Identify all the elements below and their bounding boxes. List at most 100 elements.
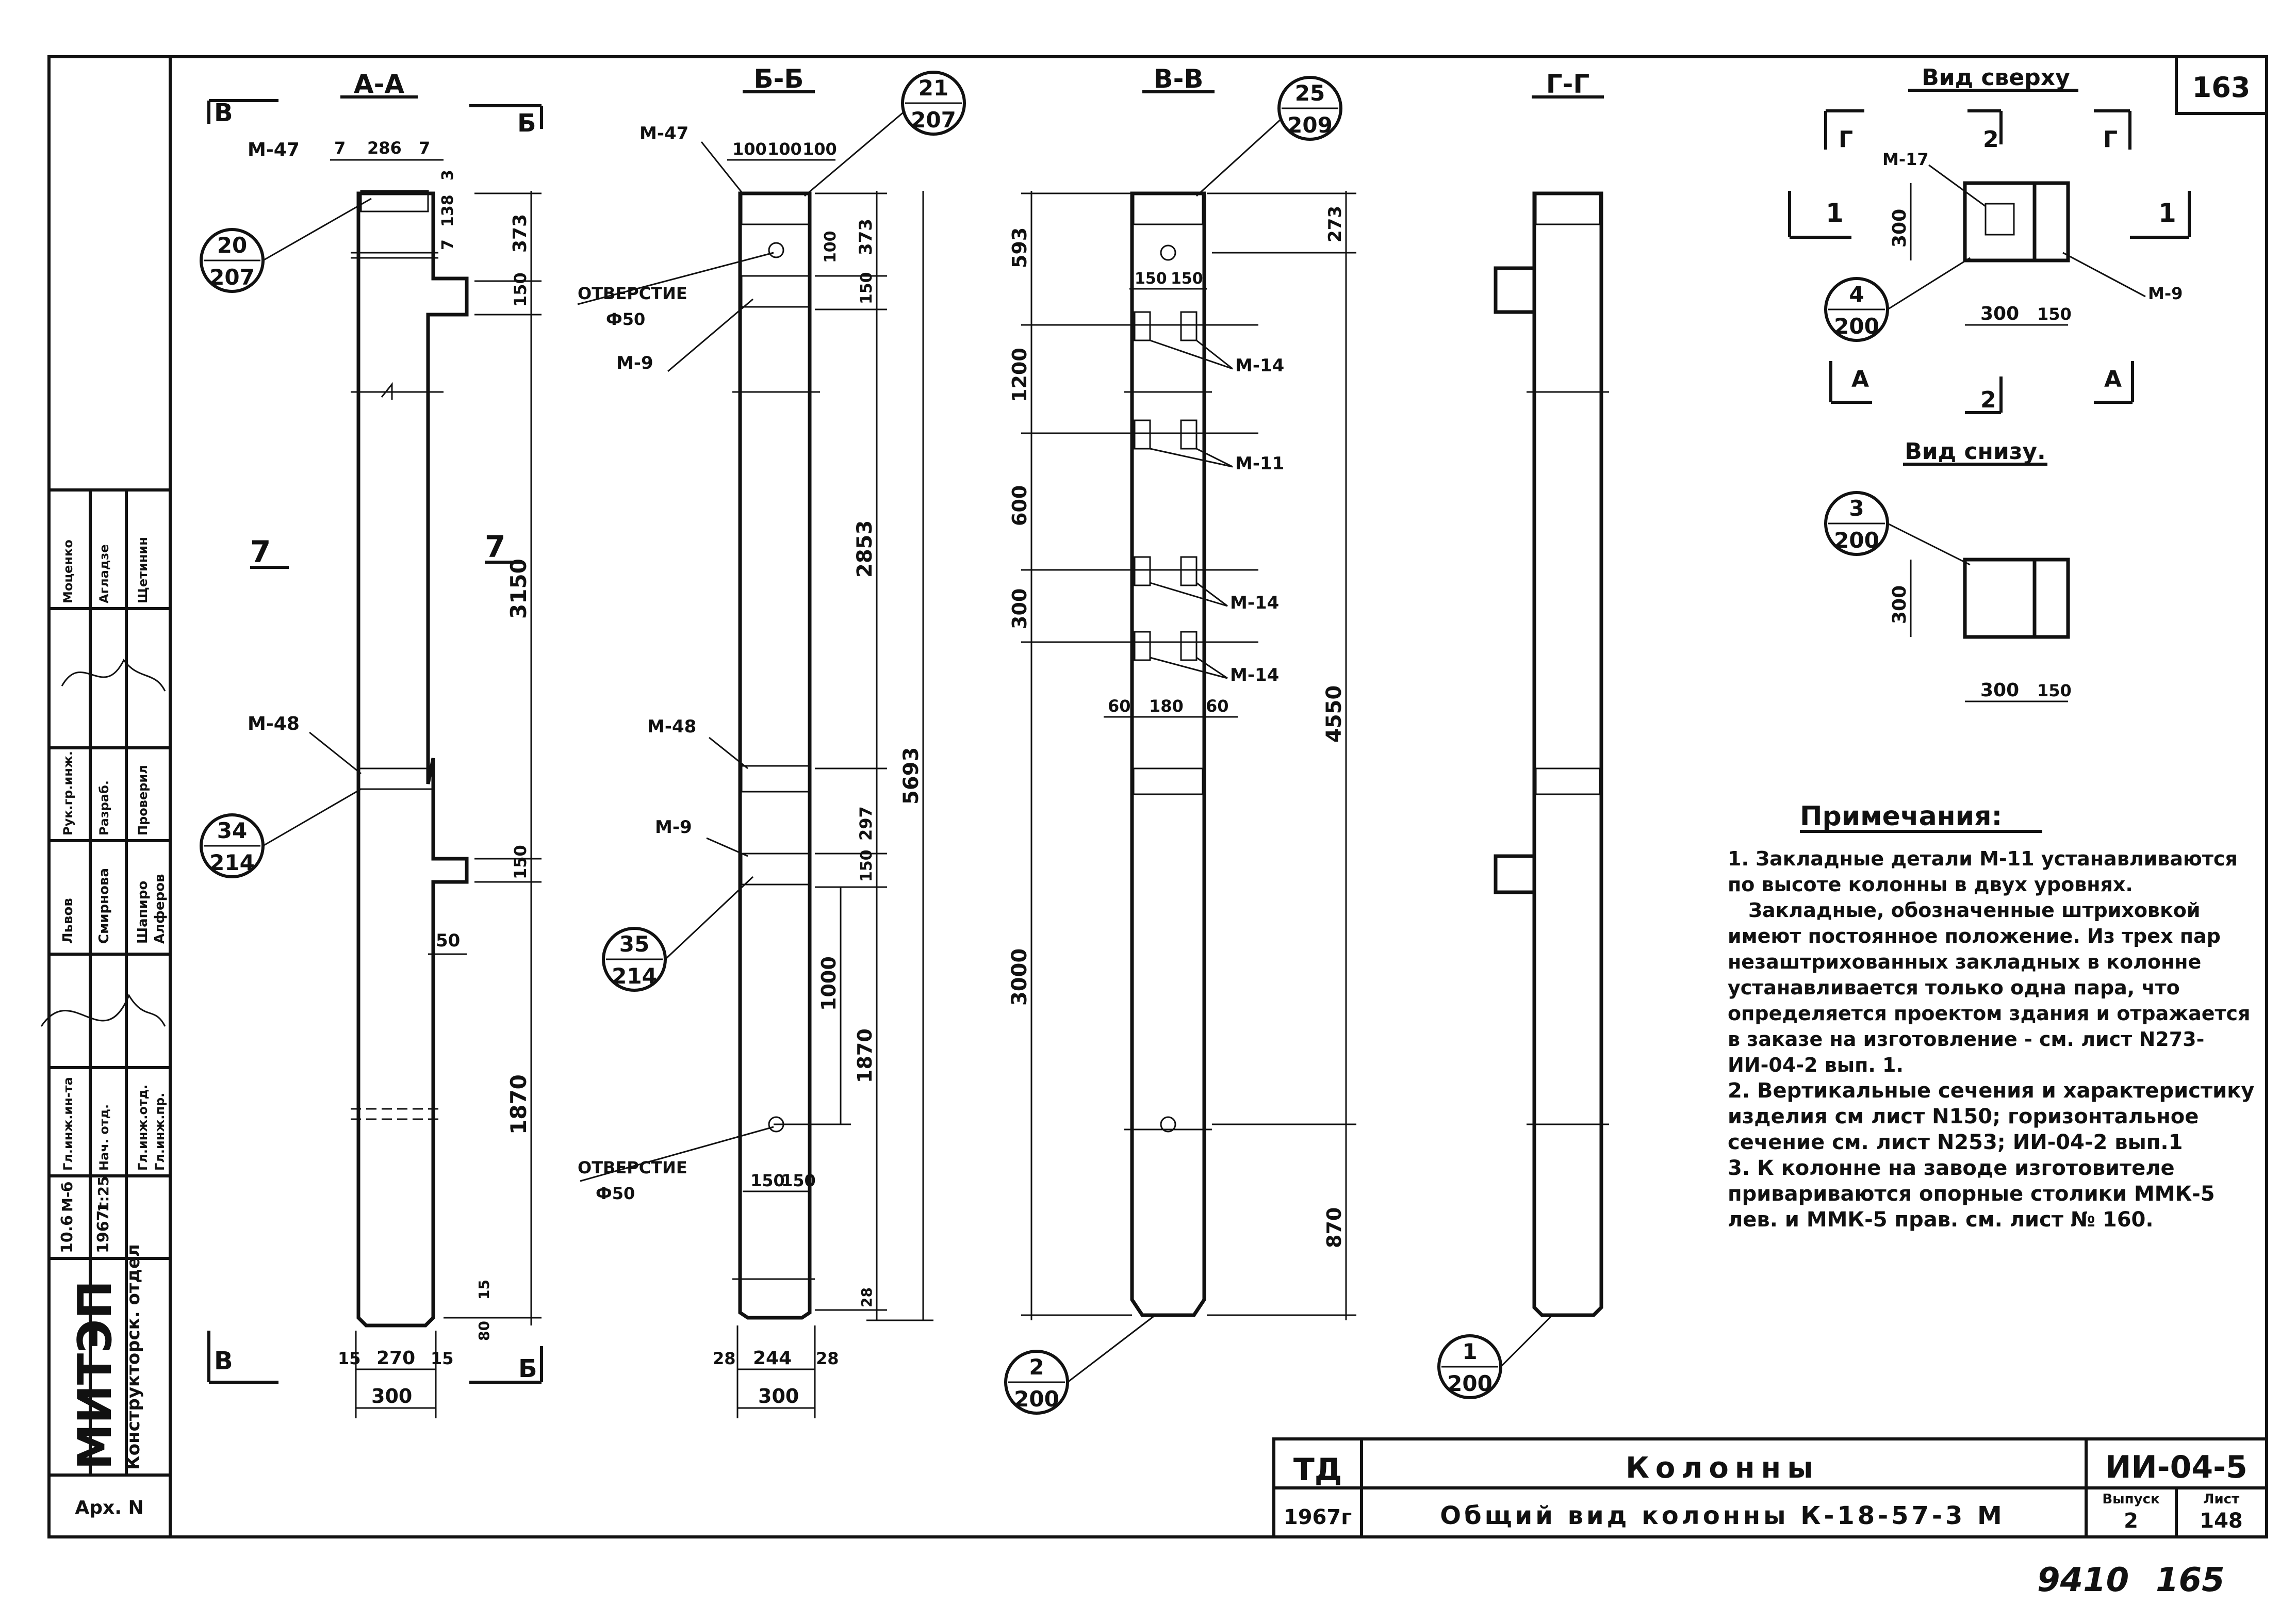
stamp-name-5: Агладзе [97, 545, 111, 604]
callout-num: 25 [1295, 80, 1325, 106]
dim: 28 [713, 1349, 736, 1368]
column-plan [1963, 558, 2037, 639]
part-label-m9: М-9 [616, 353, 653, 373]
cut-mark-b: Б [517, 109, 536, 138]
tb-issue-label: Выпуск [2102, 1492, 2160, 1507]
dim: 180 [1149, 696, 1184, 716]
dim: 150 [858, 272, 876, 304]
tb-sheet: 148 [2200, 1509, 2243, 1533]
dim: 273 [1325, 206, 1346, 242]
embed-m14 [1180, 556, 1198, 586]
dim: 300 [1889, 209, 1910, 248]
callout-den: 214 [612, 963, 657, 989]
note-1: 1. Закладные детали М-11 устанавливаются… [1728, 847, 2238, 896]
stamp-name-2: Шапиро [135, 881, 151, 944]
bottom-view-title: Вид снизу. [1905, 438, 2046, 465]
callout-num: 4 [1849, 282, 1864, 307]
column-plan [1963, 181, 2037, 263]
dim: 150 [1171, 270, 1203, 288]
dim: 4550 [1322, 685, 1346, 743]
callout-den: 209 [1287, 112, 1333, 138]
notes: Примечания: [1800, 801, 2042, 833]
embed-m47 [360, 190, 429, 212]
bracket [1494, 854, 1536, 894]
dim: 593 [1008, 227, 1031, 268]
hole-diameter: Ф50 [596, 1184, 635, 1203]
bracket [1494, 266, 1536, 314]
section-gg-title: Г-Г [1546, 69, 1589, 99]
cut-mark-1: 1 [2158, 198, 2176, 228]
part-label-m48: М-48 [647, 716, 696, 737]
callout-den: 200 [1834, 528, 1879, 553]
part-label-m47: М-47 [248, 139, 300, 160]
dim: 150 [511, 845, 530, 879]
dim: 373 [856, 219, 876, 255]
callout-num: 34 [217, 818, 247, 843]
dim: 373 [510, 214, 531, 253]
callout-den: 214 [209, 850, 255, 875]
dim: 15 [431, 1349, 454, 1368]
notes-body: 1. Закладные детали М-11 устанавливаются… [1728, 846, 2264, 1233]
dim: 300 [371, 1385, 412, 1407]
dim: 28 [858, 1287, 875, 1307]
stamp-name-6: Щетинин [136, 537, 150, 603]
part-label-m9: М-9 [2148, 284, 2183, 303]
dim: 100 [732, 139, 767, 159]
dim: 244 [753, 1348, 792, 1369]
dim: 300 [758, 1385, 799, 1407]
section-bb: Б-Б М-47 ОТВЕРСТИЕ Ф50 М-9 М-48 М-9 ОТВЕ… [577, 64, 966, 1418]
dim: 1870 [506, 1074, 531, 1135]
signature [40, 993, 166, 1027]
cut-mark-2: 2 [1980, 387, 1996, 413]
stamp-role-0: Гл.инж.ин-та [61, 1077, 75, 1171]
dim: 3000 [1008, 948, 1031, 1006]
callout-num: 20 [217, 233, 247, 258]
cut-mark-g: Г [2103, 126, 2118, 153]
stamp-scale-m: М-б [59, 1182, 76, 1212]
callout-num: 2 [1029, 1354, 1044, 1380]
part-label-m14: М-14 [1230, 593, 1279, 613]
embed-m17 [1985, 203, 2015, 236]
embed-m11 [1134, 419, 1151, 450]
callout-den: 200 [1447, 1371, 1493, 1396]
dim: 1200 [1008, 348, 1031, 402]
stamp-scale: 1:25 [95, 1176, 112, 1212]
stamp-arch: Арх. N [75, 1497, 143, 1518]
cut-mark-b: Б [518, 1354, 537, 1383]
dim: 50 [436, 930, 460, 951]
stamp-year: 1967г [94, 1202, 112, 1253]
cut-mark-2: 2 [1983, 126, 1999, 153]
callout-num: 21 [919, 75, 948, 101]
callout-circle [901, 71, 966, 136]
part-label-m14: М-14 [1235, 355, 1284, 376]
part-label-m9: М-9 [655, 817, 692, 838]
callout-den: 200 [1834, 314, 1879, 339]
cut-mark-a: А [1851, 366, 1869, 392]
dim: 600 [1008, 485, 1031, 526]
tb-code: ИИ-04-5 [2105, 1449, 2247, 1485]
tb-issue: 2 [2124, 1509, 2138, 1533]
stamp-org: МИТЭП [68, 1280, 122, 1470]
section-aa-title: А-А [354, 69, 404, 99]
note-1b: Закладные, обозначенные штриховкой имеют… [1728, 899, 2251, 1076]
callout-den: 200 [1014, 1386, 1059, 1412]
dim: 100 [822, 231, 840, 263]
dim: 150 [781, 1171, 816, 1190]
stamp-name-4: Моценко [61, 539, 75, 603]
dim: 150 [2037, 681, 2072, 700]
section-gg: Г-Г 1 200 [1437, 69, 1609, 1399]
embed-m14 [1180, 631, 1198, 661]
tb-org: ТД [1293, 1452, 1342, 1488]
tb-series-title: Колонны [1626, 1451, 1819, 1485]
embed-m48 [741, 765, 810, 793]
side-stamp: МИТЭП Конструкторск. отдел Арх. N 10.6 1… [40, 488, 170, 1518]
part-label-m48: М-48 [248, 713, 300, 734]
dim: 100 [767, 139, 802, 159]
section-aa: А-А В Б В Б 7 7 М-47 М-48 7 286 7 138 [200, 69, 543, 1418]
hole-label: ОТВЕРСТИЕ [578, 1158, 687, 1177]
stamp-sheet-no: 10.6 [58, 1215, 76, 1253]
part-label-m11: М-11 [1235, 453, 1284, 474]
embed [1535, 192, 1601, 225]
callout-den: 207 [209, 265, 255, 290]
dim: 150 [750, 1171, 785, 1190]
